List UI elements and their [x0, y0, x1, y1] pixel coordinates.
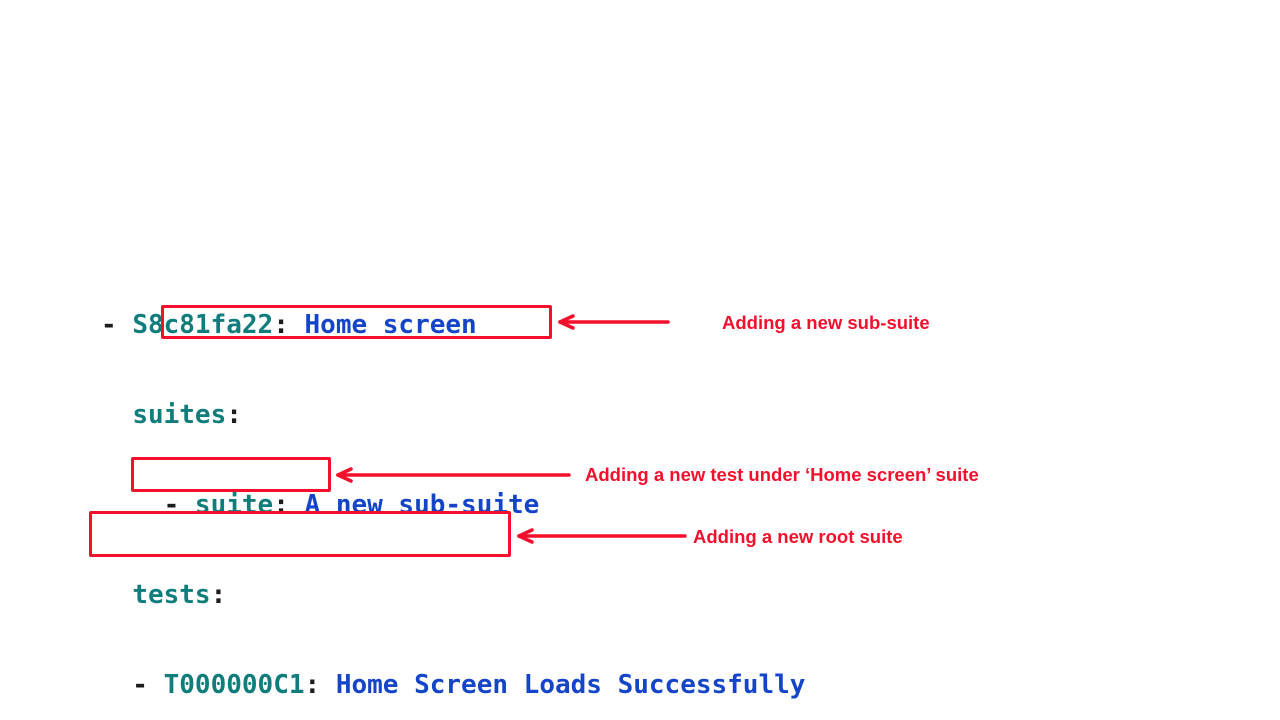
- yaml-colon: :: [304, 670, 321, 700]
- yaml-key: tests: [132, 580, 211, 610]
- yaml-line-test-c1: - T000000C1: Home Screen Loads Successfu…: [101, 670, 805, 700]
- yaml-indent: [101, 400, 132, 430]
- yaml-key: suite: [194, 490, 274, 520]
- yaml-value: Home Screen Loads Successfully: [320, 670, 806, 700]
- yaml-line-suites-key: suites:: [101, 400, 805, 430]
- yaml-key: S8c81fa22: [132, 310, 274, 340]
- annotation-root-suite: Adding a new root suite: [693, 526, 903, 547]
- yaml-colon: :: [226, 400, 242, 430]
- yaml-value: Home screen: [288, 310, 477, 340]
- yaml-colon: :: [273, 310, 289, 340]
- yaml-line-suite-home: - S8c81fa22: Home screen: [101, 310, 805, 340]
- yaml-dash: -: [101, 670, 164, 700]
- highlight-box-root-suite: [89, 511, 511, 557]
- yaml-colon: :: [210, 580, 227, 610]
- yaml-line-tests-key: tests:: [101, 580, 805, 610]
- yaml-dash: -: [101, 310, 133, 340]
- yaml-key: suites: [132, 400, 227, 430]
- highlight-box-sub-suite: [161, 305, 552, 339]
- annotation-sub-suite: Adding a new sub-suite: [722, 312, 930, 333]
- arrow-left-icon: [556, 313, 670, 331]
- highlight-box-new-test: [131, 457, 331, 492]
- yaml-key: T000000C1: [163, 670, 305, 700]
- arrow-left-icon: [334, 466, 571, 484]
- yaml-indent: [101, 580, 132, 610]
- arrow-left-icon: [515, 527, 687, 545]
- annotation-new-test: Adding a new test under ‘Home screen’ su…: [585, 464, 979, 485]
